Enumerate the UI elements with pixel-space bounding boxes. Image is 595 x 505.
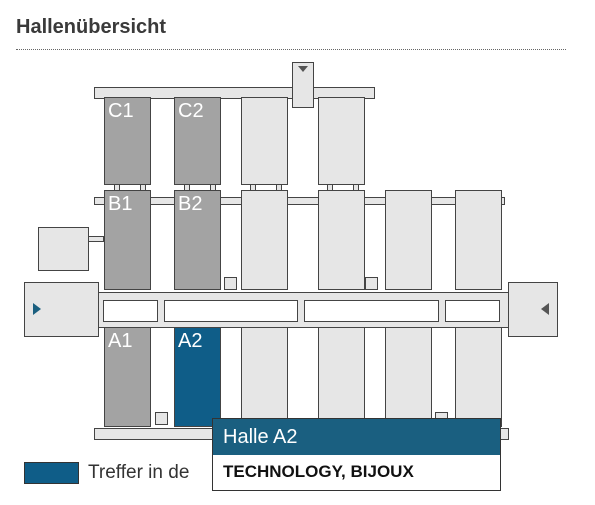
hall-a6[interactable] xyxy=(455,327,502,427)
hall-b5[interactable] xyxy=(385,190,432,290)
hall-b1[interactable]: B1 xyxy=(104,190,151,290)
page-title: Hallenübersicht xyxy=(16,16,167,38)
service-box xyxy=(365,277,378,290)
hall-a2[interactable]: A2 xyxy=(174,327,221,427)
entrance-arrow-down-icon xyxy=(298,66,308,72)
hall-a3[interactable] xyxy=(241,327,288,427)
legend-swatch xyxy=(24,462,79,484)
hall-tooltip: Halle A2 TECHNOLOGY, BIJOUX xyxy=(212,418,501,491)
west-annex[interactable] xyxy=(38,227,89,271)
corridor-passage xyxy=(103,300,158,322)
service-box xyxy=(155,412,168,425)
hall-a5[interactable] xyxy=(385,327,432,427)
east-entrance[interactable] xyxy=(508,282,558,337)
corridor-passage xyxy=(304,300,439,322)
hall-b3[interactable] xyxy=(241,190,288,290)
hall-b6[interactable] xyxy=(455,190,502,290)
north-entrance[interactable] xyxy=(292,62,314,108)
hall-c4[interactable] xyxy=(318,97,365,185)
hall-b2[interactable]: B2 xyxy=(174,190,221,290)
west-entrance-arrow-icon xyxy=(33,303,41,315)
hall-c1-label: C1 xyxy=(108,100,134,122)
hall-c1[interactable]: C1 xyxy=(104,97,151,185)
hall-a1-label: A1 xyxy=(108,330,133,352)
hall-b4[interactable] xyxy=(318,190,365,290)
hall-a1[interactable]: A1 xyxy=(104,327,151,427)
title-divider xyxy=(16,49,566,50)
legend-label: Treffer in de xyxy=(88,462,190,483)
hall-c3[interactable] xyxy=(241,97,288,185)
tooltip-title: Halle A2 xyxy=(213,419,500,455)
hall-c2[interactable]: C2 xyxy=(174,97,221,185)
corridor-passage xyxy=(164,300,298,322)
east-entrance-arrow-icon xyxy=(541,303,549,315)
service-box xyxy=(224,277,237,290)
corridor-passage xyxy=(445,300,500,322)
central-corridor xyxy=(94,292,509,328)
tooltip-exhibitors: TECHNOLOGY, BIJOUX xyxy=(223,462,414,481)
hall-a2-label: A2 xyxy=(178,330,203,352)
hall-a4[interactable] xyxy=(318,327,365,427)
west-annex-link xyxy=(88,236,104,242)
hall-b2-label: B2 xyxy=(178,193,203,215)
middle-walkway xyxy=(94,197,505,205)
hall-b1-label: B1 xyxy=(108,193,133,215)
hall-c2-label: C2 xyxy=(178,100,204,122)
